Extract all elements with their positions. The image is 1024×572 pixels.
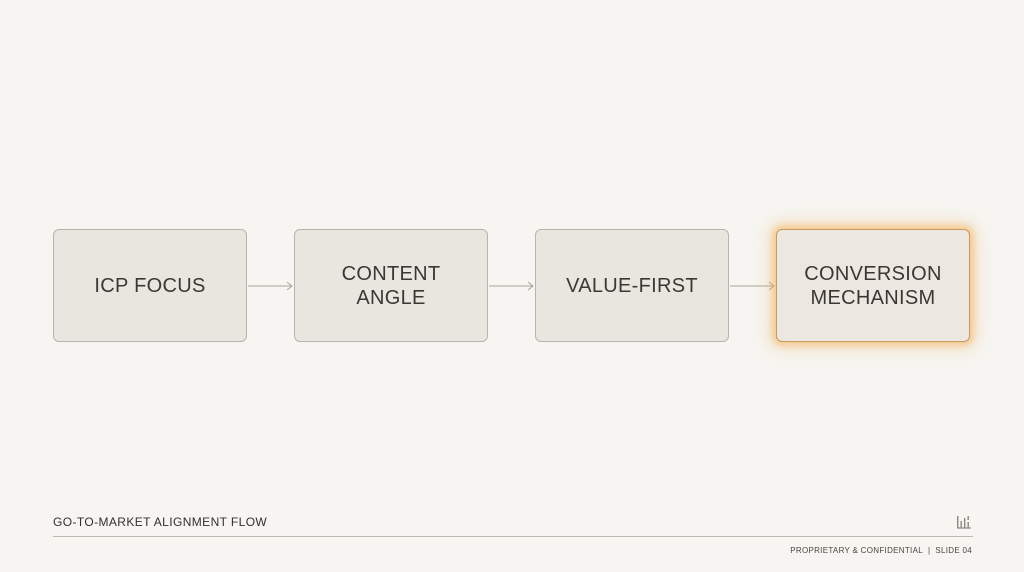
arrow-right-icon bbox=[489, 281, 534, 291]
step-label: ICP FOCUS bbox=[94, 274, 206, 297]
step-content-angle: CONTENT ANGLE bbox=[294, 229, 488, 342]
confidential-label: PROPRIETARY & CONFIDENTIAL bbox=[790, 546, 923, 555]
arrow-right-icon bbox=[730, 281, 775, 291]
step-label: CONVERSION MECHANISM bbox=[804, 262, 942, 309]
step-conversion-mechanism: CONVERSION MECHANISM bbox=[776, 229, 970, 342]
arrow-connector bbox=[248, 281, 294, 291]
step-value-first: VALUE-FIRST bbox=[535, 229, 729, 342]
step-label: VALUE-FIRST bbox=[566, 274, 698, 297]
footer-divider bbox=[53, 536, 973, 537]
arrow-connector bbox=[730, 281, 776, 291]
arrow-connector bbox=[489, 281, 535, 291]
step-label: CONTENT ANGLE bbox=[341, 262, 441, 309]
bar-chart-logo-icon bbox=[957, 516, 971, 529]
footer-meta: PROPRIETARY & CONFIDENTIAL | SLIDE 04 bbox=[790, 546, 972, 555]
slide-title: GO-TO-MARKET ALIGNMENT FLOW bbox=[53, 515, 268, 529]
step-icp-focus: ICP FOCUS bbox=[53, 229, 247, 342]
arrow-right-icon bbox=[248, 281, 293, 291]
slide-number: SLIDE 04 bbox=[935, 546, 972, 555]
footer-separator: | bbox=[927, 546, 931, 555]
